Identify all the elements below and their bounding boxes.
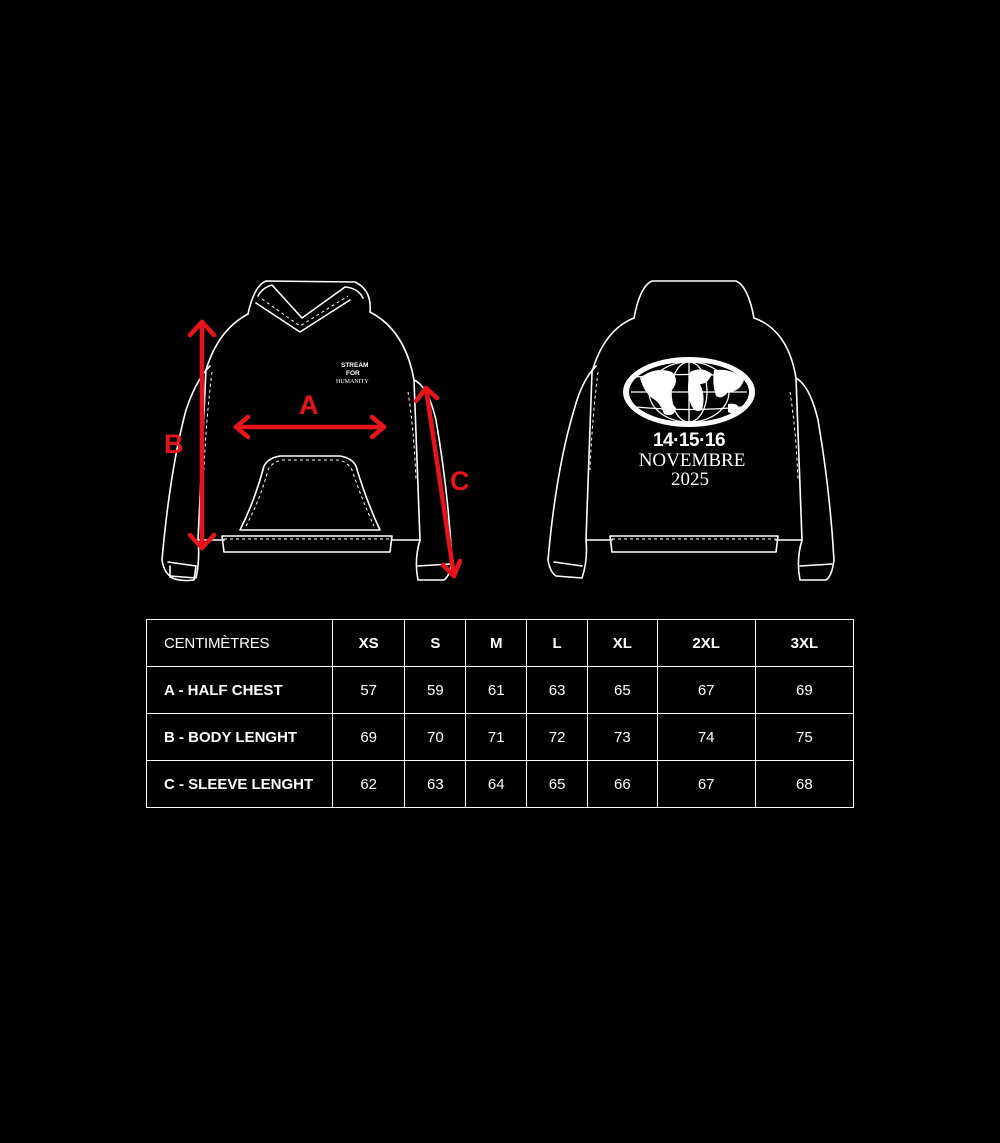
table-cell: 69 — [754, 666, 855, 714]
size-header: M — [465, 619, 528, 667]
size-header: L — [526, 619, 589, 667]
measurement-b: B — [164, 319, 217, 551]
back-print-dates: 14·15·16 — [653, 430, 725, 451]
table-row: A - HALF CHEST 57 59 61 63 65 67 69 — [146, 666, 855, 714]
table-cell: 63 — [526, 666, 589, 714]
size-header: 3XL — [754, 619, 855, 667]
table-cell: 59 — [404, 666, 467, 714]
table-cell: 67 — [656, 666, 756, 714]
size-table-header-row: CENTIMÈTRES XS S M L XL 2XL 3XL — [146, 619, 855, 667]
front-logo-line1: STREAM — [341, 362, 368, 369]
size-header: S — [404, 619, 467, 667]
table-cell: 63 — [404, 760, 467, 808]
size-header: 2XL — [656, 619, 756, 667]
back-print-month: NOVEMBRE — [639, 450, 746, 471]
table-cell: 68 — [754, 760, 855, 808]
globe-graphic — [623, 357, 755, 427]
table-cell: 62 — [331, 760, 406, 808]
table-cell: 75 — [754, 713, 855, 761]
table-cell: 65 — [587, 666, 658, 714]
back-hoodie-drawing: 14·15·16 NOVEMBRE 2025 — [547, 280, 835, 581]
measure-label-c: C — [450, 466, 470, 496]
measurement-a: A — [233, 390, 387, 440]
table-cell: 65 — [526, 760, 589, 808]
back-print-year: 2025 — [671, 469, 709, 490]
measure-label-a: A — [299, 390, 319, 420]
table-row: B - BODY LENGHT 69 70 71 72 73 74 75 — [146, 713, 855, 761]
table-cell: 57 — [331, 666, 406, 714]
table-cell: 67 — [656, 760, 756, 808]
row-label: C - SLEEVE LENGHT — [146, 760, 333, 808]
table-cell: 74 — [656, 713, 756, 761]
measure-label-b: B — [164, 429, 184, 459]
table-cell: 66 — [587, 760, 658, 808]
unit-label: CENTIMÈTRES — [146, 619, 333, 667]
measurement-c: C — [413, 385, 470, 579]
row-label: A - HALF CHEST — [146, 666, 333, 714]
table-cell: 69 — [331, 713, 406, 761]
table-cell: 70 — [404, 713, 467, 761]
front-logo-line3: HUMANITY — [336, 379, 369, 385]
size-table: CENTIMÈTRES XS S M L XL 2XL 3XL A - HALF… — [146, 619, 855, 808]
size-header: XS — [331, 619, 406, 667]
table-cell: 72 — [526, 713, 589, 761]
table-row: C - SLEEVE LENGHT 62 63 64 65 66 67 68 — [146, 760, 855, 808]
front-logo-line2: FOR — [346, 370, 360, 377]
table-cell: 64 — [465, 760, 528, 808]
size-header: XL — [587, 619, 658, 667]
table-cell: 73 — [587, 713, 658, 761]
table-cell: 71 — [465, 713, 528, 761]
table-cell: 61 — [465, 666, 528, 714]
row-label: B - BODY LENGHT — [146, 713, 333, 761]
